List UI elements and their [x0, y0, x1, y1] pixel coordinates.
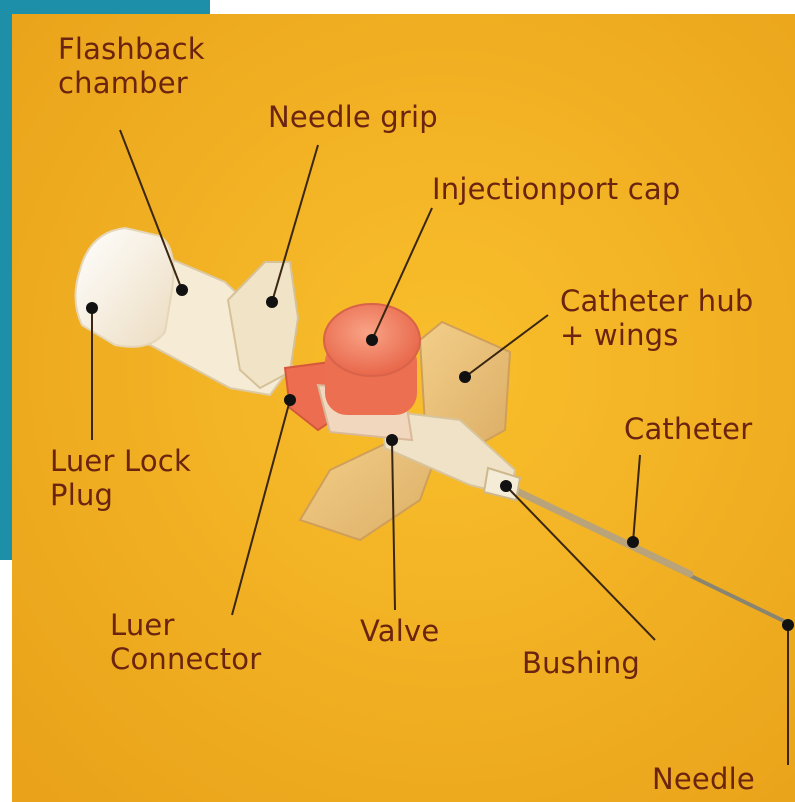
marker-catheter [627, 536, 639, 548]
label-valve: Valve [360, 614, 439, 648]
marker-needle-grip [266, 296, 278, 308]
label-flashback-chamber: Flashback chamber [58, 32, 205, 100]
label-luer-lock-line2: Plug [50, 478, 191, 512]
label-luer-connector-line1: Luer [110, 608, 261, 642]
label-catheter-hub-line1: Catheter hub [560, 284, 754, 318]
label-needle-grip: Needle grip [268, 100, 438, 134]
marker-valve [386, 434, 398, 446]
label-luer-connector-line2: Connector [110, 642, 261, 676]
label-injectionport-cap: Injectionport cap [432, 172, 681, 206]
marker-bushing [500, 480, 512, 492]
label-flashback-line1: Flashback [58, 32, 205, 66]
label-luer-connector: Luer Connector [110, 608, 261, 676]
label-flashback-line2: chamber [58, 66, 205, 100]
marker-catheter-hub [459, 371, 471, 383]
marker-needle [782, 619, 794, 631]
label-luer-lock-plug: Luer Lock Plug [50, 444, 191, 512]
label-catheter-hub-wings: Catheter hub + wings [560, 284, 754, 352]
marker-luer-lock [86, 302, 98, 314]
marker-luer-connector [284, 394, 296, 406]
marker-flashback [176, 284, 188, 296]
label-bushing: Bushing [522, 646, 640, 680]
luer-lock-plug-body [75, 228, 173, 347]
marker-injectionport [366, 334, 378, 346]
label-catheter: Catheter [624, 412, 752, 446]
injection-port-cap [324, 304, 420, 415]
label-luer-lock-line1: Luer Lock [50, 444, 191, 478]
label-catheter-hub-line2: + wings [560, 318, 754, 352]
label-needle: Needle [652, 762, 755, 796]
